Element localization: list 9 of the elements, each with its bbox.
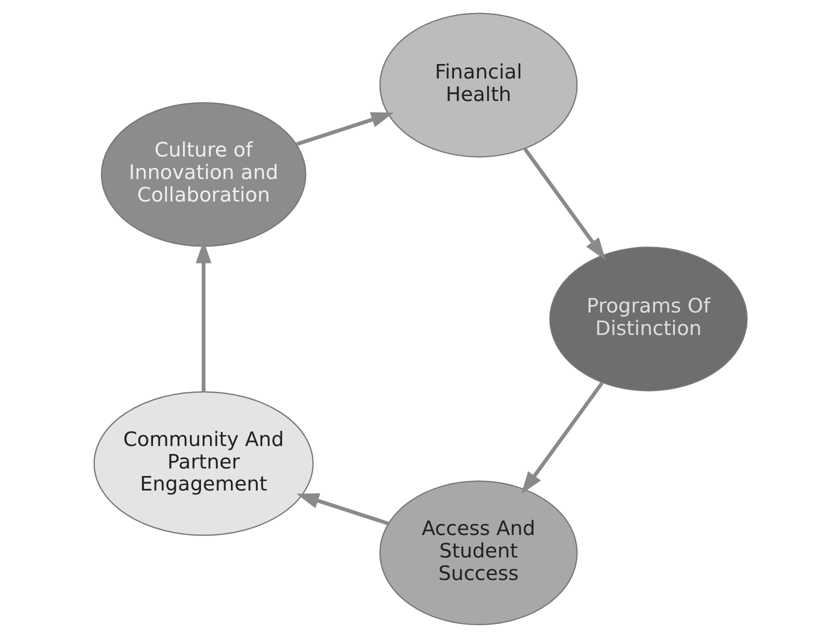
node-ellipse: Community And Partner Engagement [93, 391, 314, 536]
arrow [296, 112, 394, 146]
node-ellipse: Access And Student Success [378, 480, 578, 626]
node-ellipse: Culture of Innovation and Collaboration [100, 102, 306, 247]
arrow [520, 382, 604, 494]
node-ellipse: Financial Health [378, 12, 578, 158]
node-ellipse: Programs Of Distinction [548, 246, 748, 392]
arrow [296, 493, 389, 526]
arrow [522, 148, 606, 260]
